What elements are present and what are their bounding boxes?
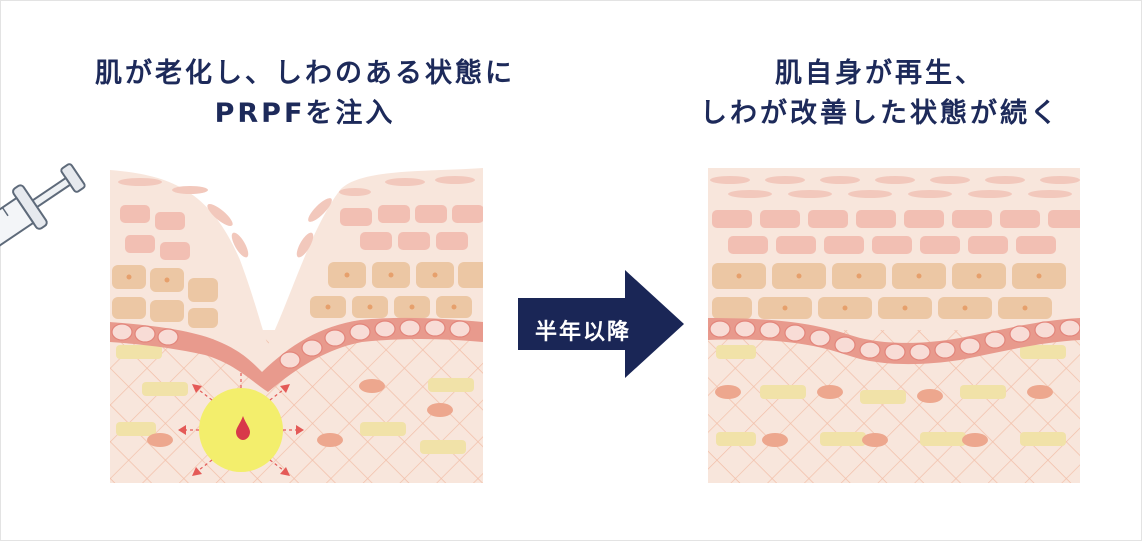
after-caption-line1: 肌自身が再生、: [775, 58, 985, 89]
before-stratum-cells: [118, 176, 475, 258]
transition-label: 半年以降: [534, 320, 631, 345]
before-spinous-cells: [120, 205, 483, 260]
after-basal-cells: [709, 319, 1080, 361]
before-caption-line1: 肌が老化し、しわのある状態に: [95, 58, 515, 89]
after-granular-cells: [712, 263, 1066, 319]
arrow-right-icon: [518, 270, 684, 378]
after-dermis-cells: [715, 345, 1066, 447]
blood-drop-icon: [236, 416, 250, 440]
after-caption: 肌自身が再生、 しわが改善した状態が続く: [630, 54, 1130, 134]
spread-indicators: [184, 372, 298, 471]
after-stratum-cells: [710, 176, 1080, 198]
before-dermis-cells: [116, 345, 474, 454]
after-caption-line2: しわが改善した状態が続く: [700, 98, 1060, 129]
before-cell-nuclei: [126, 272, 457, 310]
after-skin-section: [708, 168, 1080, 483]
before-basal-cells: [111, 319, 471, 369]
after-spinous-cells: [712, 210, 1080, 254]
syringe-icon: [0, 163, 86, 303]
spread-arrowheads: [178, 384, 304, 476]
before-caption-line2: PRPFを注入: [214, 98, 396, 129]
after-cell-nuclei: [736, 273, 1042, 311]
before-skin-section: [110, 168, 483, 483]
before-caption: 肌が老化し、しわのある状態に PRPFを注入: [40, 54, 570, 134]
